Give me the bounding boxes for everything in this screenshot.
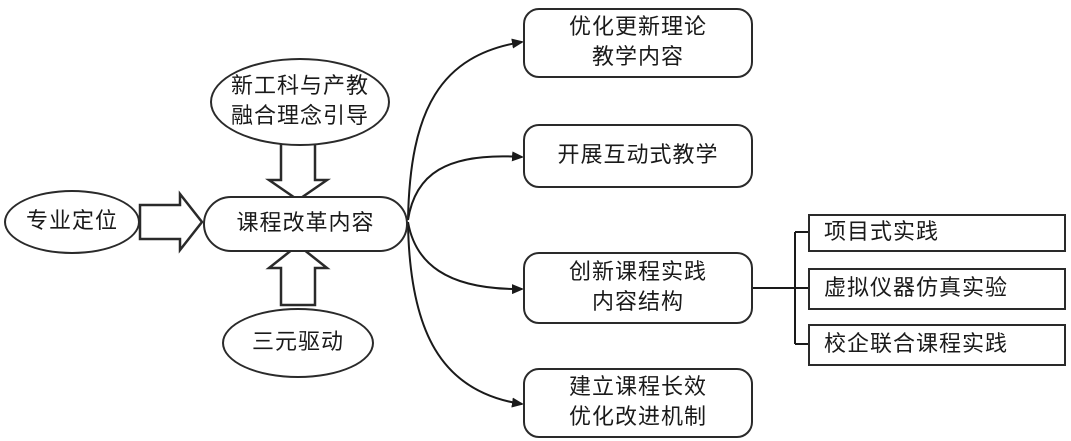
central-node-label: 课程改革内容 — [236, 211, 375, 236]
practice-item-1-label: 项目式实践 — [824, 220, 940, 245]
arrow-to-outcome-2 — [407, 151, 524, 221]
input-major-positioning: 专业定位 — [4, 190, 140, 254]
outcome-long-term-optimization: 建立课程长效 优化改进机制 — [523, 368, 753, 438]
top-input-block-arrow — [264, 138, 332, 202]
arrow-to-outcome-1 — [407, 38, 524, 221]
outcome-3-label: 创新课程实践 内容结构 — [568, 260, 707, 315]
arrow-to-outcome-4 — [407, 223, 524, 408]
practice-item-2-label: 虚拟仪器仿真实验 — [824, 276, 1009, 301]
input-guiding-concept: 新工科与产教 融合理念引导 — [210, 58, 390, 146]
outcome-4-label: 建立课程长效 优化改进机制 — [568, 375, 707, 430]
input-tri-driven: 三元驱动 — [222, 308, 374, 378]
practice-item-virtual-simulation: 虚拟仪器仿真实验 — [808, 268, 1066, 310]
central-node-reform-content: 课程改革内容 — [203, 196, 408, 252]
outcome-2-label: 开展互动式教学 — [557, 143, 719, 168]
practice-bracket-connector — [750, 231, 808, 345]
outcome-innovate-practice-structure: 创新课程实践 内容结构 — [523, 252, 753, 324]
outcome-update-theory-content: 优化更新理论 教学内容 — [523, 8, 753, 78]
input-major-positioning-label: 专业定位 — [25, 209, 118, 234]
left-input-block-arrow — [138, 190, 204, 254]
bottom-input-block-arrow — [265, 243, 331, 307]
practice-item-project-based: 项目式实践 — [808, 214, 1066, 252]
outcome-1-label: 优化更新理论 教学内容 — [568, 15, 707, 70]
practice-item-3-label: 校企联合课程实践 — [824, 332, 1009, 357]
input-guiding-concept-label: 新工科与产教 融合理念引导 — [230, 74, 369, 129]
practice-item-school-enterprise: 校企联合课程实践 — [808, 324, 1066, 366]
arrow-to-outcome-3 — [407, 221, 524, 295]
input-tri-driven-label: 三元驱动 — [251, 330, 344, 355]
outcome-interactive-teaching: 开展互动式教学 — [523, 124, 753, 188]
